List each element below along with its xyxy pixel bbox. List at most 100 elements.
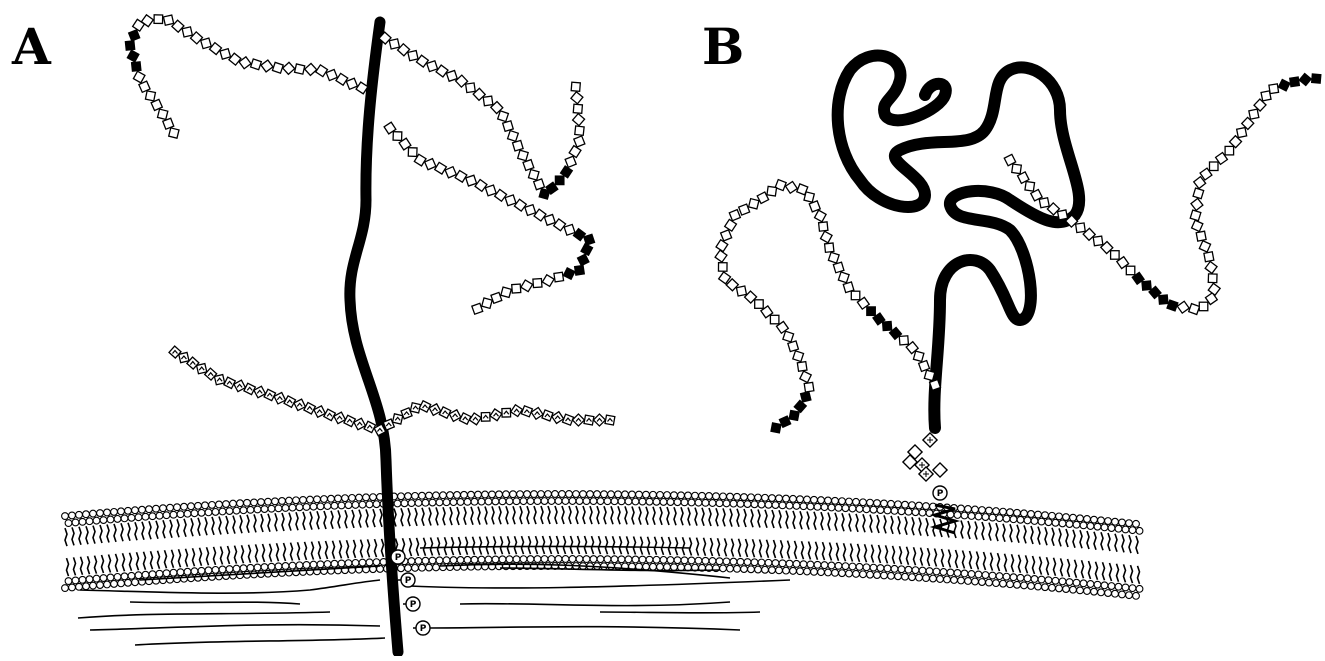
lipid-head bbox=[422, 557, 429, 564]
lipid-head bbox=[268, 505, 275, 512]
lipid-head bbox=[352, 559, 359, 566]
lipid-head bbox=[933, 568, 940, 575]
actin-filament bbox=[410, 580, 790, 588]
lipid-head bbox=[639, 556, 646, 563]
lipid-head bbox=[184, 568, 191, 575]
lipid-head bbox=[681, 499, 688, 506]
gpi-sugar bbox=[933, 463, 947, 477]
lipid-head bbox=[142, 513, 149, 520]
lipid-head bbox=[905, 566, 912, 573]
sugar-unit bbox=[336, 73, 348, 85]
lipid-head bbox=[720, 493, 727, 500]
lipid-head bbox=[86, 576, 93, 583]
lipid-head bbox=[121, 515, 128, 522]
lipid-head bbox=[832, 497, 839, 504]
lipid-head bbox=[373, 501, 380, 508]
lipid-head bbox=[790, 567, 797, 574]
sugar-unit bbox=[828, 252, 839, 263]
lipid-head bbox=[590, 498, 597, 505]
sugar-unit bbox=[324, 409, 336, 421]
lipid-head bbox=[730, 558, 737, 565]
sugar-unit bbox=[511, 405, 523, 417]
lipid-head bbox=[1028, 511, 1035, 518]
lipid-head bbox=[223, 573, 230, 580]
lipid-head bbox=[1094, 581, 1101, 588]
lipid-head bbox=[212, 508, 219, 515]
lipid-head bbox=[643, 563, 650, 570]
lipid-head bbox=[751, 501, 758, 508]
lipid-head bbox=[576, 498, 583, 505]
actin-filament bbox=[130, 602, 300, 604]
lipid-head bbox=[296, 504, 303, 511]
lipid-head bbox=[1077, 587, 1084, 594]
lipid-head bbox=[632, 498, 639, 505]
lipid-head bbox=[1080, 522, 1087, 529]
sugar-unit bbox=[521, 280, 533, 292]
lipid-head bbox=[1136, 527, 1143, 534]
sugar-unit bbox=[314, 406, 325, 417]
lipid-head bbox=[433, 492, 440, 499]
lipid-head bbox=[804, 496, 811, 503]
lipid-head bbox=[709, 558, 716, 565]
lipid-head bbox=[779, 502, 786, 509]
sugar-unit bbox=[569, 146, 581, 158]
lipid-head bbox=[800, 503, 807, 510]
lipid-head bbox=[128, 514, 135, 521]
lipid-head bbox=[744, 501, 751, 508]
lipid-head bbox=[786, 560, 793, 567]
lipid-head bbox=[954, 512, 961, 519]
lipid-head bbox=[912, 567, 919, 574]
lipid-head bbox=[258, 499, 265, 506]
lipid-head bbox=[247, 506, 254, 513]
sugar-unit bbox=[158, 109, 168, 119]
lipid-head bbox=[349, 494, 356, 501]
sugar-unit bbox=[344, 415, 355, 426]
lipid-head bbox=[874, 500, 881, 507]
lipid-head bbox=[1105, 590, 1112, 597]
lipid-head bbox=[996, 573, 1003, 580]
lipid-head bbox=[324, 503, 331, 510]
lipid-head bbox=[219, 566, 226, 573]
lipid-head bbox=[205, 567, 212, 574]
lipid-head bbox=[167, 504, 174, 511]
lipid-head bbox=[114, 516, 121, 523]
phosphate-label: P bbox=[410, 600, 417, 610]
lipid-head bbox=[125, 507, 132, 514]
lipid-head bbox=[629, 491, 636, 498]
lipid-head bbox=[1007, 581, 1014, 588]
panel-b-proteoglycan: P bbox=[715, 56, 1321, 533]
sugar-unit bbox=[502, 408, 511, 417]
lipid-head bbox=[716, 558, 723, 565]
lipid-head bbox=[842, 563, 849, 570]
sugar-unit bbox=[244, 383, 255, 394]
lipid-head bbox=[412, 492, 419, 499]
lipid-head bbox=[891, 507, 898, 514]
lipid-head bbox=[1108, 583, 1115, 590]
sugar-unit bbox=[804, 382, 814, 392]
lipid-head bbox=[730, 500, 737, 507]
actin-filament bbox=[135, 638, 385, 645]
gpi-phosphate-label: P bbox=[937, 489, 944, 499]
lipid-head bbox=[478, 556, 485, 563]
lipid-head bbox=[366, 501, 373, 508]
lipid-head bbox=[454, 492, 461, 499]
sugar-unit bbox=[436, 65, 448, 77]
lipid-head bbox=[471, 556, 478, 563]
lipid-head bbox=[643, 491, 650, 498]
lipid-head bbox=[667, 499, 674, 506]
sugar-unit bbox=[573, 104, 582, 113]
lipid-head bbox=[226, 566, 233, 573]
phosphate-label: P bbox=[395, 553, 402, 563]
sugar-unit bbox=[736, 286, 746, 296]
lipid-head bbox=[797, 496, 804, 503]
lipid-head bbox=[359, 501, 366, 508]
sugar-unit bbox=[1076, 223, 1086, 233]
lipid-head bbox=[177, 569, 184, 576]
sugar-unit bbox=[1193, 188, 1204, 199]
lipid-head bbox=[902, 501, 909, 508]
sugar-unit bbox=[533, 279, 542, 288]
lipid-head bbox=[597, 498, 604, 505]
lipid-head bbox=[706, 493, 713, 500]
lipid-head bbox=[825, 569, 832, 576]
lipid-head bbox=[233, 507, 240, 514]
